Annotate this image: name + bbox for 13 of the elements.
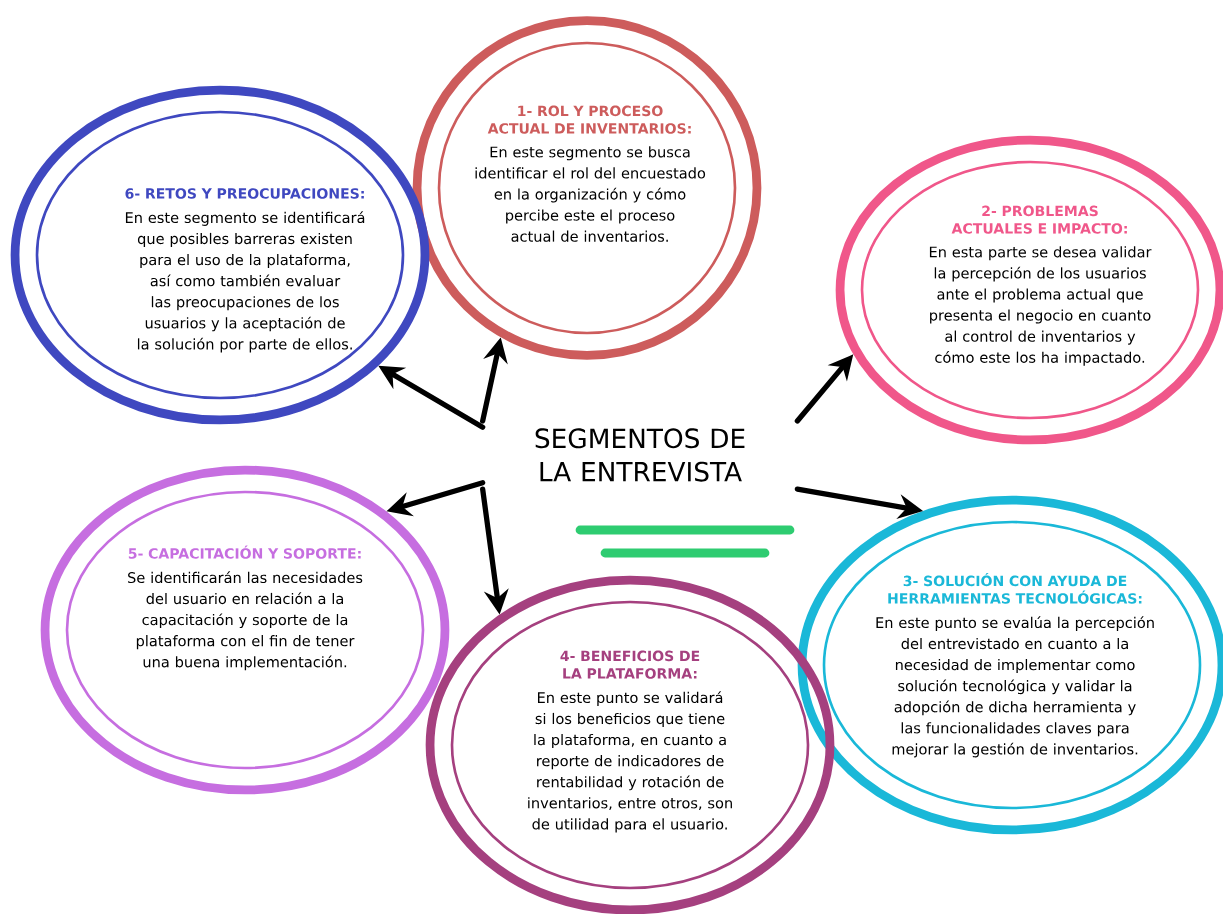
- circle-heading: 2- PROBLEMAS ACTUALES E IMPACTO:: [951, 205, 1127, 234]
- circle-heading: 6- RETOS Y PREOCUPACIONES:: [125, 188, 364, 199]
- circle-text: En este segmento se identificará que posibles barreras existen para el uso de la plataforma, así como también evaluar las preocupaciones de los usuarios y la aceptación de la solución por parte de ellos.: [125, 211, 365, 353]
- circle-text: Se identificarán las necesidades del usuario en relación a la capacitación y soporte de la plataforma con el fin de tener una buena implementación.: [128, 571, 363, 671]
- circle-text: En este punto se validará si los beneficios que tiene la plataforma, en cuanto a reporte de indicadores de rentabilidad y rotación de inventarios, entre otros, son de utilidad para el usuario.: [528, 691, 732, 833]
- circle-text: En este punto se evalúa la percepción del entrevistado en cuanto a la necesidad de implementar como solución tecnológica y validar la adopción de dicha herramienta y las funcionalidades claves para mejorar la gestión de inventarios.: [876, 616, 1154, 758]
- circle-heading: 1- ROL Y PROCESO ACTUAL DE INVENTARIOS:: [487, 105, 691, 134]
- circle-heading: 4- BENEFICIOS DE LA PLATAFORMA:: [560, 650, 700, 679]
- circle-text: En esta parte se desea validar la percepción de los usuarios ante el problema actual que presenta el negocio en cuanto al control de inventarios y cómo este los ha impactado.: [929, 246, 1152, 366]
- circle-heading: 5- CAPACITACIÓN Y SOPORTE:: [128, 545, 361, 559]
- central-title: SEGMENTOS DE LA ENTREVISTA: [535, 428, 745, 482]
- circle-heading: 3- SOLUCIÓN CON AYUDA DE HERRAMIENTAS TECNOLÓGICAS:: [888, 573, 1142, 604]
- circle-text: En este segmento se busca identificar el rol del encuestado en la organización y cómo percibe este el proceso actual de inventarios.: [475, 146, 706, 242]
